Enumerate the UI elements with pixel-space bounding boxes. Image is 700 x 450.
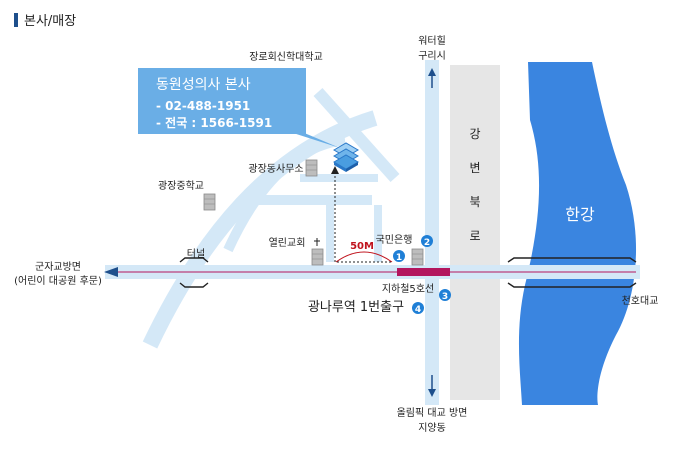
north-arrow-icon bbox=[428, 68, 436, 76]
section-header: 본사/매장 bbox=[14, 10, 76, 29]
west-arrow-icon bbox=[104, 267, 118, 277]
label-bridge: 천호대교 bbox=[622, 295, 659, 307]
callout-pointer bbox=[290, 132, 340, 148]
river-side-road bbox=[450, 65, 500, 400]
main-vertical-road bbox=[425, 60, 439, 405]
label-distance: 50M bbox=[350, 241, 374, 252]
exit-badge-1-label: 1 bbox=[396, 253, 402, 263]
hq-name: 동원성의사 본사 bbox=[156, 77, 251, 93]
south-arrow-icon bbox=[428, 389, 436, 397]
exit-badge-3-label: 3 bbox=[442, 292, 448, 302]
label-river-road-1: 강 bbox=[469, 127, 480, 141]
bank-building-icon bbox=[411, 248, 424, 266]
church-building-icon bbox=[311, 238, 324, 266]
hq-phone-1: - 02-488-1951 bbox=[156, 99, 251, 113]
label-north-line2: 구리시 bbox=[418, 50, 446, 62]
label-middle-school: 광장중학교 bbox=[158, 180, 204, 192]
diagonal-road-upper bbox=[313, 87, 400, 183]
header-title: 본사/매장 bbox=[24, 14, 77, 29]
han-river bbox=[518, 62, 637, 405]
label-station: 광나루역 1번출구 bbox=[308, 300, 404, 315]
bridge-bracket-top bbox=[507, 257, 637, 263]
tunnel-bracket-top bbox=[179, 257, 209, 263]
label-north-line1: 워터힐 bbox=[418, 34, 446, 47]
label-office: 광장동사무소 bbox=[248, 163, 303, 175]
label-church: 열린교회 bbox=[269, 237, 306, 249]
exit-badge-2-icon bbox=[421, 235, 433, 247]
label-west-line2: (어린이 대공원 후문) bbox=[14, 275, 102, 287]
hq-phone-2: - 전국 : 1566-1591 bbox=[156, 116, 273, 130]
exit-badge-1-icon bbox=[393, 250, 405, 262]
hq-building-icon bbox=[333, 142, 359, 172]
curve-road-inner bbox=[223, 135, 346, 253]
header-bar bbox=[14, 12, 18, 27]
label-subway-line: 지하철5호선 bbox=[382, 282, 434, 295]
label-river-road-4: 로 bbox=[469, 229, 480, 243]
label-west-line1: 군자교방면 bbox=[35, 261, 81, 273]
label-tunnel: 터널 bbox=[187, 248, 205, 260]
label-river-road-3: 북 bbox=[469, 195, 480, 209]
bridge-bracket-bottom bbox=[507, 282, 637, 288]
office-building-icon bbox=[305, 159, 318, 177]
tunnel-bracket-bottom bbox=[179, 282, 209, 288]
label-river-road-2: 변 bbox=[469, 161, 480, 175]
label-school-top: 장로회신학대학교 bbox=[249, 51, 323, 63]
station-platform bbox=[397, 268, 450, 276]
exit-badge-4-label: 4 bbox=[415, 305, 421, 315]
label-south-line2: 지양동 bbox=[418, 422, 446, 434]
hq-callout: 동원성의사 본사 - 02-488-1951 - 전국 : 1566-1591 bbox=[138, 68, 306, 134]
middle-school-building-icon bbox=[203, 193, 216, 211]
curve-road-outer bbox=[142, 110, 378, 349]
exit-badge-2-label: 2 bbox=[424, 238, 430, 248]
exit-badge-3-icon bbox=[439, 289, 451, 301]
walking-route bbox=[334, 172, 392, 263]
label-bank: 국민은행 bbox=[376, 234, 413, 246]
label-river: 한강 bbox=[565, 205, 595, 224]
route-arrow-icon bbox=[331, 166, 339, 174]
distance-arc bbox=[335, 251, 393, 263]
label-south-line1: 올림픽 대교 방면 bbox=[397, 407, 468, 419]
exit-badge-4-icon bbox=[412, 302, 424, 314]
